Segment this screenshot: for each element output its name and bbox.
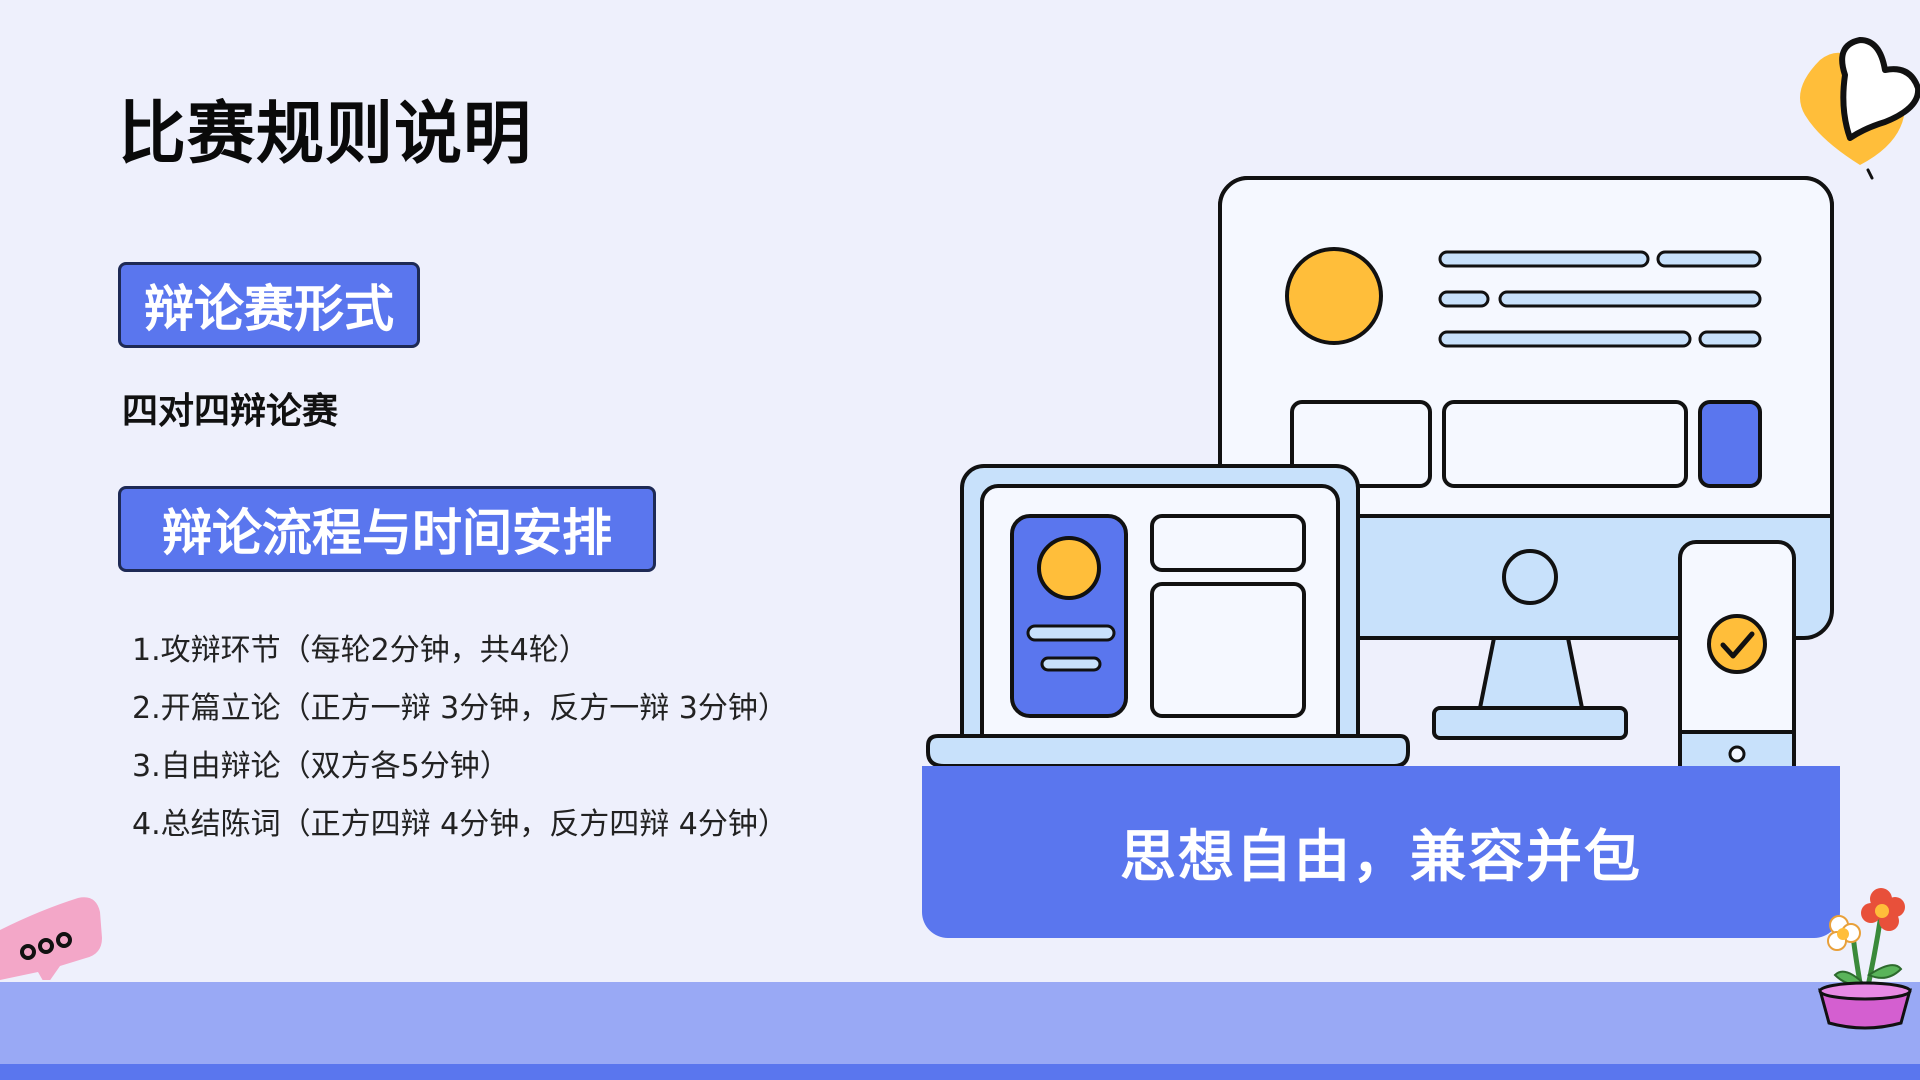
floor-edge [0, 1064, 1920, 1080]
check-icon [1707, 614, 1767, 674]
white-flower [1827, 915, 1861, 951]
schedule-item: 1.攻辩环节（每轮2分钟，共4轮） [132, 633, 589, 668]
schedule-heading: 辩论流程与时间安排 [162, 504, 612, 562]
floor-band [0, 982, 1920, 1064]
schedule-list: 1.攻辩环节（每轮2分钟，共4轮） 2.开篇立论（正方一辩 3分钟，反方一辩 3… [132, 622, 788, 854]
laptop [926, 464, 1410, 768]
red-flower [1861, 888, 1905, 931]
schedule-item: 3.自由辩论（双方各5分钟） [132, 749, 510, 784]
potted-plant-icon [1818, 888, 1912, 1030]
slogan-text: 思想自由，兼容并包 [1120, 824, 1642, 890]
devices-illustration [926, 176, 1834, 778]
format-heading-badge: 辩论赛形式 [118, 262, 420, 348]
slogan-panel: 思想自由，兼容并包 [922, 766, 1840, 938]
format-value: 四对四辩论赛 [122, 391, 339, 432]
schedule-item: 2.开篇立论（正方一辩 3分钟，反方一辩 3分钟） [132, 691, 788, 726]
desktop-monitor [1218, 176, 1834, 740]
heart-icon [1800, 37, 1920, 180]
format-heading: 辩论赛形式 [144, 280, 394, 338]
smartphone [1678, 540, 1796, 778]
chat-bubble-icon [0, 897, 102, 980]
avatar-circle [1285, 247, 1383, 345]
schedule-heading-badge: 辩论流程与时间安排 [118, 486, 656, 572]
schedule-item: 4.总结陈词（正方四辩 4分钟，反方四辩 4分钟） [132, 807, 788, 842]
slide-title: 比赛规则说明 [118, 95, 533, 174]
